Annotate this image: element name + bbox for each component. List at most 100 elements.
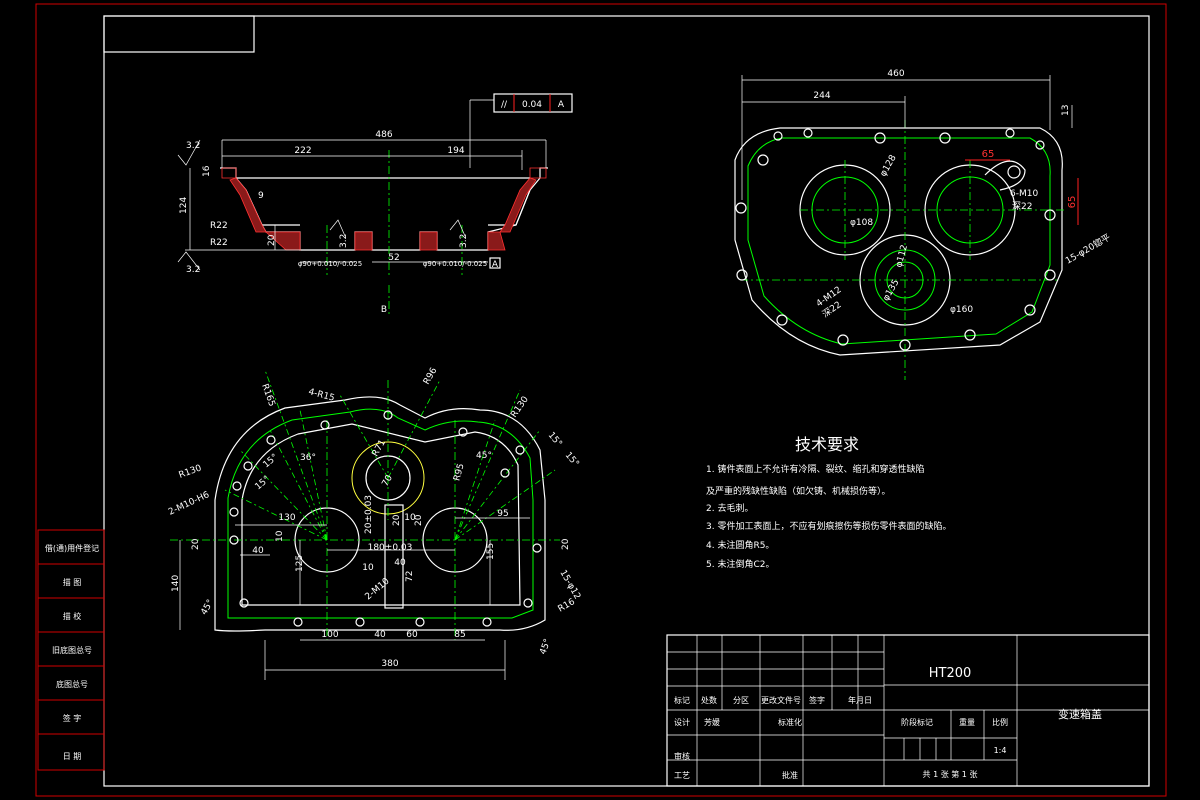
side-label-0: 借(通)用件登记: [45, 543, 99, 553]
tb-h5: 年月日: [848, 695, 872, 705]
dim-r71: R71: [371, 438, 389, 458]
dim-486: 486: [375, 130, 392, 140]
ang-45: 45°: [476, 451, 492, 461]
dim-r96: R96: [422, 366, 440, 387]
tb-material: HT200: [929, 666, 972, 681]
tb-h3: 更改文件号: [761, 695, 801, 705]
dim-72: 72: [405, 571, 415, 582]
dim-95: 95: [497, 509, 508, 519]
bottom-view: R165 4-R15 R96 R130 R130 36° 15° 15° 45°…: [167, 366, 582, 680]
dim-100: 100: [321, 630, 338, 640]
ra-4: 3.2: [459, 234, 469, 248]
ang-45-b: 45°: [199, 598, 216, 617]
dim-10-b: 10: [362, 563, 374, 573]
ang-45-c: 45°: [538, 638, 553, 656]
tb-scale-label: 比例: [992, 717, 1008, 727]
tech-line-4: 4. 未注圆角R5。: [706, 539, 774, 551]
tech-line-3: 3. 零件加工表面上，不应有划痕擦伤等损伤零件表面的缺陷。: [706, 520, 951, 532]
dim-phi112: φ112: [894, 244, 910, 269]
tol-b: φ90+0.010/-0.025: [423, 260, 487, 268]
lbl-2m10h6: 2-M10-H6: [167, 490, 211, 518]
dim-140: 140: [171, 575, 181, 592]
datum-a: A: [492, 260, 499, 270]
tb-approve: 批准: [782, 770, 798, 780]
top-left-box: [103, 15, 255, 53]
tb-signer: 芳媛: [704, 717, 720, 727]
tb-h4: 签字: [809, 695, 825, 705]
tb-sheets: 共 1 张 第 1 张: [923, 769, 978, 779]
dim-20-c: 20: [561, 538, 571, 550]
dim-65-h: 65: [982, 149, 995, 160]
ra-3: 3.2: [339, 234, 349, 248]
dim-20-a: 20: [191, 538, 201, 550]
bottom-bolt-holes: [229, 410, 542, 627]
dim-phi108: φ108: [850, 218, 873, 228]
dim-65-v: 65: [1067, 196, 1078, 209]
side-panel: 借(通)用件登记 描 图 描 校 旧底图总号 底图总号 签 字 日 期: [37, 529, 105, 771]
side-label-4: 底图总号: [56, 679, 88, 689]
title-block: 标记 处数 分区 更改文件号 签字 年月日 设计 芳媛 标准化 审核 工艺 批准…: [666, 634, 1150, 787]
lbl-6m10: 6-M10: [1010, 189, 1038, 199]
side-label-1: 描 图: [63, 577, 82, 587]
tb-stage: 阶段标记: [901, 717, 933, 727]
ang-15-d: 15°: [563, 451, 581, 470]
tb-check: 审核: [674, 751, 690, 761]
dim-r22-b: R22: [210, 238, 228, 248]
dim-20-b: 20: [392, 514, 402, 526]
tech-line-5: 5. 未注倒角C2。: [706, 558, 774, 570]
ang-36: 36°: [300, 453, 316, 463]
dim-380: 380: [381, 659, 398, 669]
side-label-2: 描 校: [63, 611, 82, 621]
dim-20-tol: 20±0.03: [364, 495, 374, 534]
gdt-symbol: //: [501, 100, 508, 110]
dim-130: 130: [278, 513, 295, 523]
tol-a: φ90+0.010/-0.025: [298, 260, 362, 268]
lbl-15phi12: 15-φ12: [557, 569, 582, 602]
side-label-3: 旧底图总号: [52, 645, 92, 655]
side-label-5: 签 字: [63, 713, 82, 723]
side-label-6: 日 期: [63, 752, 82, 761]
tech-requirements: 技术要求 1. 铸件表面上不允许有冷隔、裂纹、缩孔和穿透性缺陷 及严重的残缺性缺…: [706, 435, 951, 570]
tb-design: 设计: [674, 717, 690, 727]
dim-phi135: φ135: [881, 278, 901, 303]
ra-1: 3.2: [186, 141, 200, 151]
dim-60: 60: [406, 630, 418, 640]
dim-20: 20: [267, 234, 277, 246]
dim-40-a: 40: [252, 546, 264, 556]
dim-460: 460: [887, 69, 904, 79]
dim-16: 16: [202, 165, 212, 177]
drawing-frame: [103, 15, 1150, 787]
tb-part-name: 变速箱盖: [1058, 707, 1102, 721]
tech-title: 技术要求: [795, 435, 859, 454]
tb-h0: 标记: [674, 695, 690, 705]
dim-85: 85: [454, 630, 465, 640]
dim-52: 52: [388, 253, 399, 263]
dim-180: 180±0.03: [368, 543, 413, 553]
tb-process: 工艺: [674, 771, 690, 780]
dim-phi160: φ160: [950, 305, 973, 315]
dim-r95: R95: [452, 462, 466, 482]
top-view: 460 244 13 65 65 6-M10 深22 φ128 φ108 φ11…: [734, 69, 1113, 380]
dim-155: 155: [486, 543, 496, 560]
dim-r22-a: R22: [210, 221, 228, 231]
dim-124: 124: [179, 197, 189, 214]
view-b: B: [381, 305, 387, 315]
dim-phi128: φ128: [879, 153, 899, 178]
ang-15-b: 15°: [254, 474, 273, 492]
dim-40-c: 40: [394, 558, 406, 568]
tb-h2: 分区: [733, 696, 749, 705]
section-view: // 0.04 A 486 222 194 124 16 9 R22 R22 2…: [177, 93, 573, 315]
dim-13: 13: [1061, 105, 1071, 116]
tb-std: 标准化: [778, 717, 802, 727]
dim-r130-b: R130: [178, 463, 204, 481]
dim-r165: R165: [259, 383, 276, 408]
dim-125: 125: [295, 555, 305, 572]
lbl-15phi20: 15-φ20锪平: [1063, 231, 1112, 266]
lbl-2m10: 2-M10: [364, 576, 392, 602]
dim-4r15: 4-R15: [307, 387, 335, 404]
tech-line-1: 及严重的残缺性缺陷（如欠铸、机械损伤等）。: [706, 485, 891, 497]
dim-10-a: 10: [275, 530, 285, 542]
gdt-datum: A: [558, 100, 565, 110]
